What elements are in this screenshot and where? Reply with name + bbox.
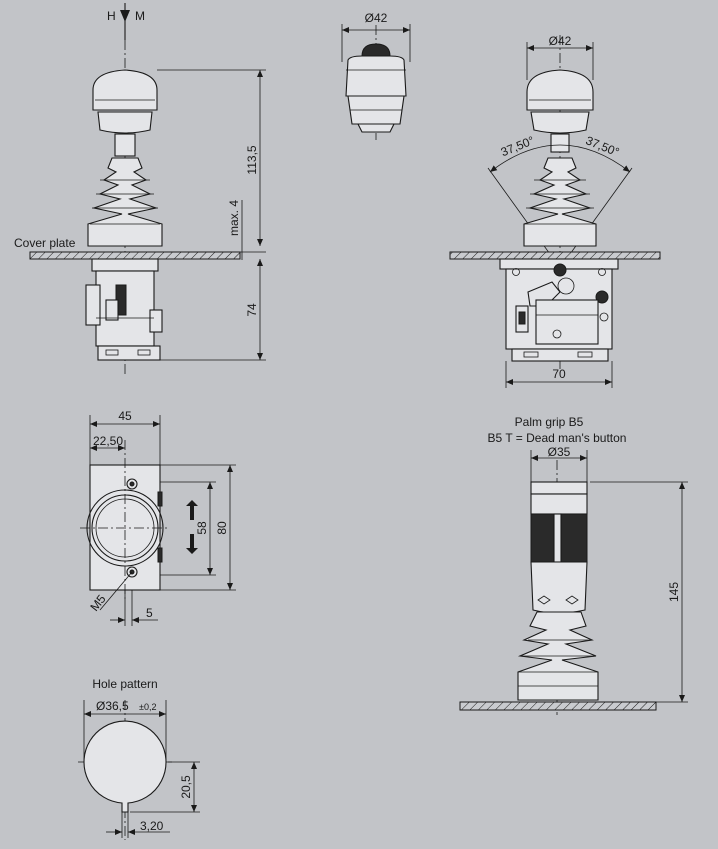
palm-grip-height: 145 xyxy=(667,582,681,602)
dim-depth-below: 74 xyxy=(245,303,259,317)
hole-outline xyxy=(83,720,167,813)
top-plate-length: 80 xyxy=(215,521,229,535)
palm-grip-view: Palm grip B5 B5 T = Dead man's button Ø3… xyxy=(459,415,688,715)
palm-grip-subtitle: B5 T = Dead man's button xyxy=(488,431,627,445)
dead-mans-button-left xyxy=(530,513,555,563)
angle-left: 37,50° xyxy=(499,133,537,159)
symbol-h: H xyxy=(107,9,116,23)
hole-diameter: Ø36,5 xyxy=(96,699,129,713)
palm-grip-title: Palm grip B5 xyxy=(515,415,584,429)
front-view: Ø42 37,50° 37,50° xyxy=(449,34,661,388)
front-width: 70 xyxy=(552,367,566,381)
hole-tolerance: ±0,2 xyxy=(139,702,156,712)
dead-mans-button-right xyxy=(560,513,588,563)
hole-pattern-view: Hole pattern Ø36,5 ±0,2 20,5 3,20 xyxy=(78,677,200,840)
hole-depth: 20,5 xyxy=(179,775,193,799)
angle-right: 37,50° xyxy=(584,133,622,159)
top-slot-length: 58 xyxy=(195,521,209,535)
hm-symbol: H M xyxy=(107,3,145,40)
cover-plate-label: Cover plate xyxy=(14,236,76,250)
palm-grip-diameter: Ø35 xyxy=(548,445,571,459)
top-view: 45 22,50 58 80 M5 5 xyxy=(80,409,236,626)
symbol-m: M xyxy=(135,9,145,23)
dim-max-gap: max. 4 xyxy=(227,200,241,236)
top-width-half: 22,50 xyxy=(93,434,123,448)
bellows xyxy=(87,157,163,247)
hole-pattern-title: Hole pattern xyxy=(92,677,157,691)
hole-slot-width: 3,20 xyxy=(140,819,164,833)
screw-label: M5 xyxy=(87,592,108,614)
side-view: Cover plate 113,5 max. 4 74 xyxy=(14,40,266,375)
knob xyxy=(92,69,158,111)
arrow-down-icon xyxy=(186,534,198,554)
dim-height-above: 113,5 xyxy=(245,145,259,174)
grip-small-diameter: Ø42 xyxy=(365,11,388,25)
top-offset: 5 xyxy=(146,606,153,620)
arrow-up-icon xyxy=(186,500,198,520)
cover-plate xyxy=(29,251,241,260)
top-width-total: 45 xyxy=(118,409,132,423)
grip-small-view: Ø42 xyxy=(341,11,411,140)
front-diameter: Ø42 xyxy=(549,34,572,48)
